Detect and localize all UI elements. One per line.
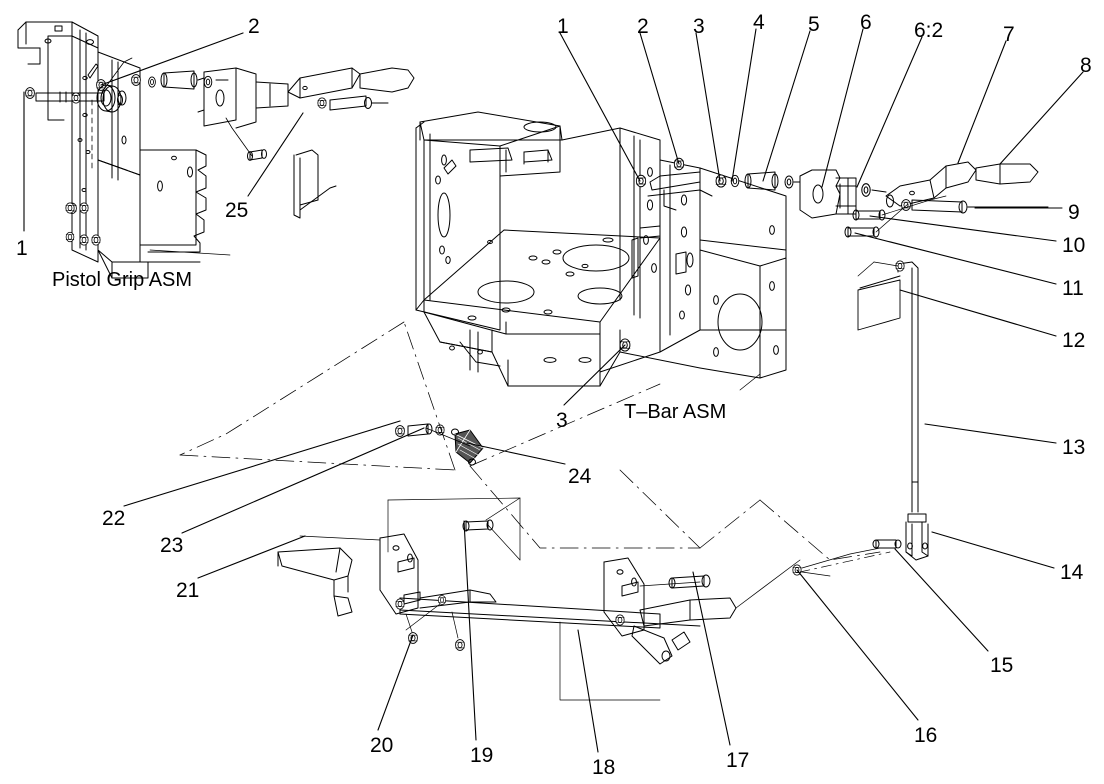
leader-line-21 bbox=[197, 535, 306, 579]
callout-label-15: 15 bbox=[990, 654, 1014, 677]
spring-link-group bbox=[395, 423, 484, 466]
callout-label-20: 20 bbox=[370, 734, 394, 757]
leader-line-6 bbox=[821, 28, 864, 188]
callout-label-23: 23 bbox=[160, 534, 184, 557]
leader-line-18 bbox=[577, 629, 599, 753]
callout-label-6: 6 bbox=[860, 11, 872, 34]
leader-line-3 bbox=[695, 32, 721, 182]
leader-line-2 bbox=[100, 32, 244, 86]
callout-label-2: 2 bbox=[248, 15, 260, 38]
callout-label-12: 12 bbox=[1062, 329, 1086, 352]
callout-label-11: 11 bbox=[1062, 277, 1084, 300]
pistol-grip-asm-title: Pistol Grip ASM bbox=[52, 269, 193, 291]
leader-line-10 bbox=[869, 215, 1057, 242]
rod-assembly bbox=[792, 260, 929, 577]
callout-label-8: 8 bbox=[1080, 54, 1092, 77]
leader-line-3 bbox=[563, 344, 626, 406]
callout-label-7: 7 bbox=[1003, 23, 1015, 46]
pistol-grip-assembly bbox=[17, 21, 415, 279]
leader-line-17 bbox=[692, 571, 731, 746]
callout-label-16: 16 bbox=[914, 724, 938, 747]
callout-label-10: 10 bbox=[1062, 234, 1086, 257]
t-bar-asm-title: T–Bar ASM bbox=[624, 401, 727, 423]
callout-label-6-2: 6:2 bbox=[914, 19, 944, 42]
leader-line-19 bbox=[463, 520, 477, 741]
leader-line-2 bbox=[639, 32, 680, 165]
leader-line-13 bbox=[924, 423, 1057, 444]
leader-line-15 bbox=[894, 548, 989, 652]
callout-label-5: 5 bbox=[808, 13, 820, 36]
leader-line-23 bbox=[181, 427, 425, 534]
leader-line-12 bbox=[899, 289, 1057, 337]
callout-label-14: 14 bbox=[1060, 561, 1084, 584]
callout-label-22: 22 bbox=[102, 507, 126, 530]
leader-line-8 bbox=[999, 71, 1084, 165]
callout-label-17: 17 bbox=[726, 749, 750, 772]
callout-label-19: 19 bbox=[470, 744, 494, 767]
leader-line-25 bbox=[247, 112, 304, 197]
callout-label-3: 3 bbox=[693, 15, 705, 38]
leader-line-22 bbox=[123, 420, 401, 507]
construction-lines bbox=[179, 321, 881, 701]
leader-line-7 bbox=[957, 40, 1007, 164]
leader-line-20 bbox=[377, 634, 414, 731]
callout-label-24: 24 bbox=[568, 465, 592, 488]
callout-label-4: 4 bbox=[753, 11, 765, 34]
leader-line-24 bbox=[466, 442, 566, 465]
leader-line-5 bbox=[762, 30, 811, 182]
leader-line-6-2 bbox=[856, 36, 923, 188]
leader-line-1 bbox=[559, 32, 641, 182]
callout-label-2: 2 bbox=[637, 15, 649, 38]
callout-label-1: 1 bbox=[557, 15, 569, 38]
leader-line-16 bbox=[796, 569, 919, 721]
callout-label-13: 13 bbox=[1062, 436, 1086, 459]
callout-label-1: 1 bbox=[16, 237, 28, 260]
callout-label-3: 3 bbox=[556, 409, 568, 432]
callout-label-18: 18 bbox=[592, 756, 616, 779]
leader-line-4 bbox=[731, 28, 757, 182]
leader-line-14 bbox=[931, 531, 1055, 569]
t-bar-chassis bbox=[415, 111, 787, 387]
callout-label-25: 25 bbox=[225, 199, 249, 222]
fastener-train bbox=[715, 161, 1049, 238]
callout-label-21: 21 bbox=[176, 579, 200, 602]
callout-label-9: 9 bbox=[1068, 201, 1080, 224]
callout-leaders bbox=[23, 28, 1084, 753]
lower-bar-assembly bbox=[277, 519, 737, 665]
leader-line-11 bbox=[854, 232, 1057, 285]
